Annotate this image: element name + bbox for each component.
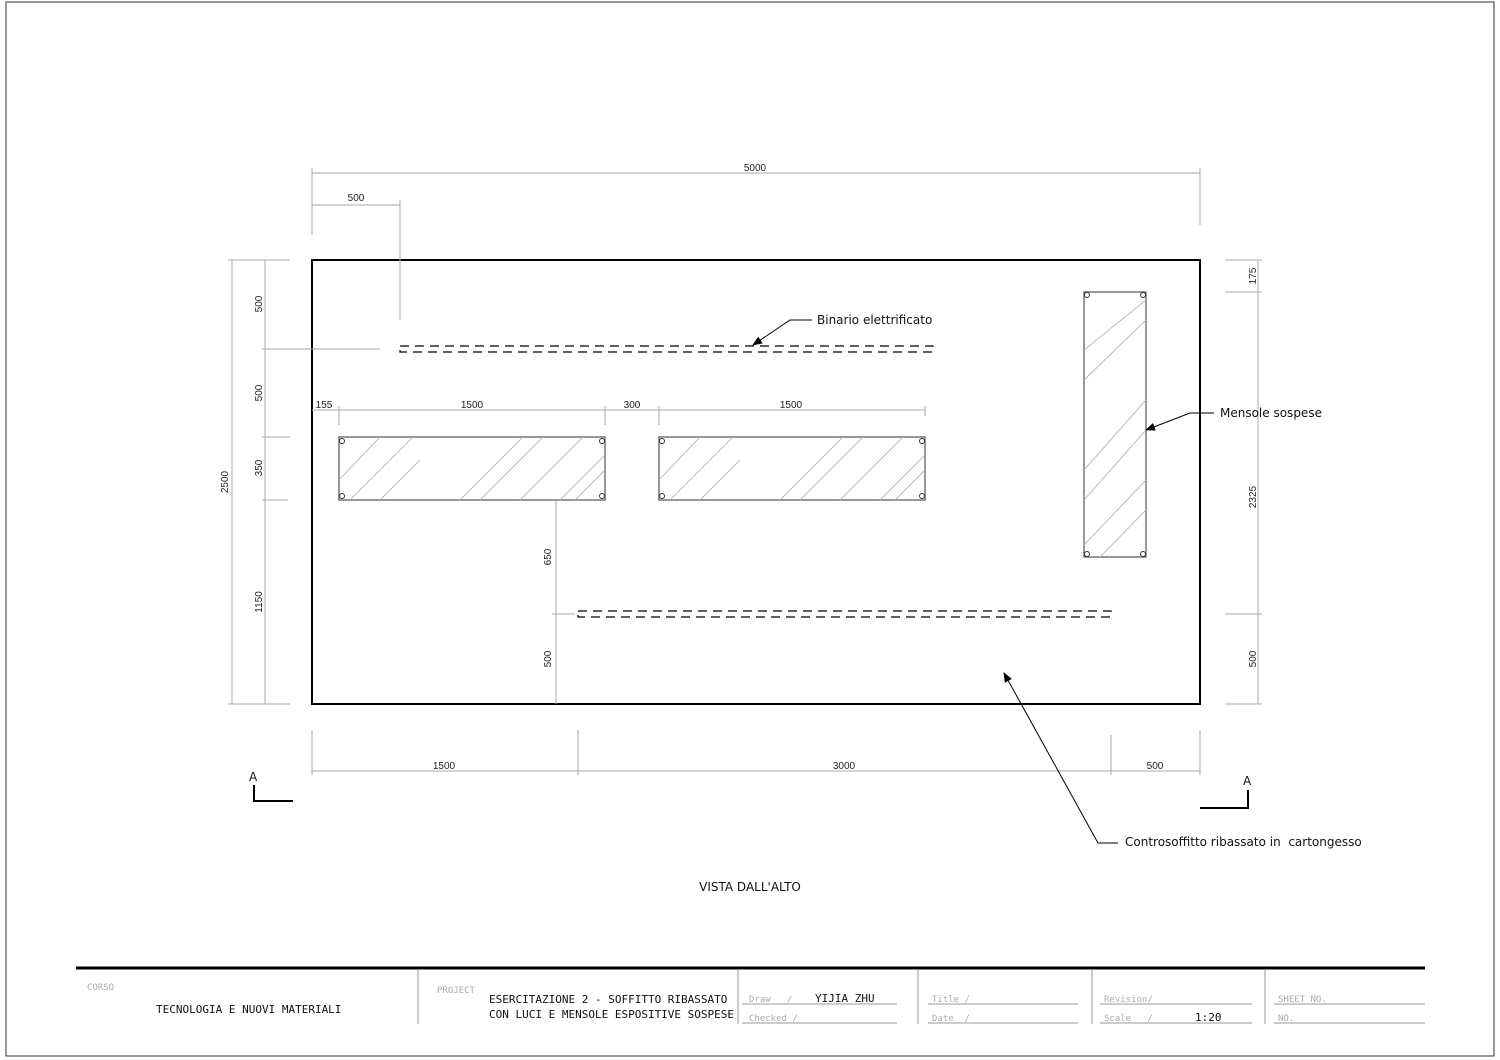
draw-value: YIJIA ZHU — [815, 992, 875, 1005]
section-mark-right: A — [1200, 774, 1252, 809]
course-label: CORSO — [87, 983, 114, 993]
scale-label: Scale / — [1104, 1014, 1153, 1024]
revision-label: Revision/ — [1104, 995, 1153, 1005]
dimension-lines — [228, 168, 1262, 775]
dim-row-4: 1500 — [780, 400, 803, 411]
dim-bottom-1: 1500 — [433, 761, 456, 772]
dim-left-4: 1150 — [254, 591, 265, 613]
project-line-2: CON LUCI E MENSOLE ESPOSITIVE SOSPESE — [489, 1008, 734, 1021]
label-electrified-track: Binario elettrificato — [817, 313, 932, 327]
shelf-left — [338, 436, 606, 501]
svg-text:A: A — [249, 770, 258, 784]
title-block: CORSO TECNOLOGIA E NUOVI MATERIALI PROJE… — [76, 966, 1425, 1024]
view-title: VISTA DALL'ALTO — [699, 880, 801, 894]
dim-mid-2: 500 — [543, 650, 554, 667]
dim-right-3: 500 — [1248, 650, 1259, 667]
dim-left-3: 350 — [254, 459, 265, 476]
scale-value: 1:20 — [1195, 1011, 1222, 1024]
sheet-border — [5, 1, 1495, 1057]
leader-lines — [752, 319, 1214, 844]
dim-row-3: 300 — [624, 400, 641, 411]
label-suspended-shelves: Mensole sospese — [1220, 406, 1322, 420]
electrified-track-bottom — [577, 610, 1112, 618]
project-line-1: ESERCITAZIONE 2 - SOFFITTO RIBASSATO — [489, 993, 727, 1006]
shelf-right — [1083, 291, 1147, 558]
ceiling-outline — [311, 259, 1201, 705]
section-mark-left: A — [249, 770, 293, 802]
dim-overall-width: 5000 — [744, 163, 767, 174]
title-label: Title / — [932, 995, 970, 1005]
label-plasterboard-ceiling: Controsoffitto ribassato in cartongesso — [1125, 835, 1362, 849]
dim-bottom-2: 3000 — [833, 761, 856, 772]
sheet-label: SHEET NO. — [1278, 995, 1327, 1005]
course-name: TECNOLOGIA E NUOVI MATERIALI — [156, 1003, 341, 1016]
svg-text:A: A — [1243, 774, 1252, 788]
dim-left-1: 500 — [254, 295, 265, 312]
dim-bottom-3: 500 — [1147, 761, 1164, 772]
dim-right-2: 2325 — [1248, 485, 1259, 508]
dim-right-1: 175 — [1248, 267, 1259, 284]
dim-left-2: 500 — [254, 384, 265, 401]
electrified-track-top — [399, 345, 934, 353]
checked-label: Checked / — [749, 1014, 798, 1024]
dim-row-1: 155 — [316, 400, 333, 411]
draw-label: Draw / — [749, 995, 792, 1005]
shelf-center — [658, 436, 926, 501]
date-label: Date / — [932, 1014, 970, 1024]
project-label: PROJECT — [437, 986, 476, 996]
dim-mid-1: 650 — [543, 548, 554, 565]
dim-track-offset: 500 — [348, 193, 365, 204]
dim-row-2: 1500 — [461, 400, 484, 411]
sheet-no-label: NO. — [1278, 1014, 1294, 1024]
dim-overall-depth: 2500 — [220, 470, 231, 493]
